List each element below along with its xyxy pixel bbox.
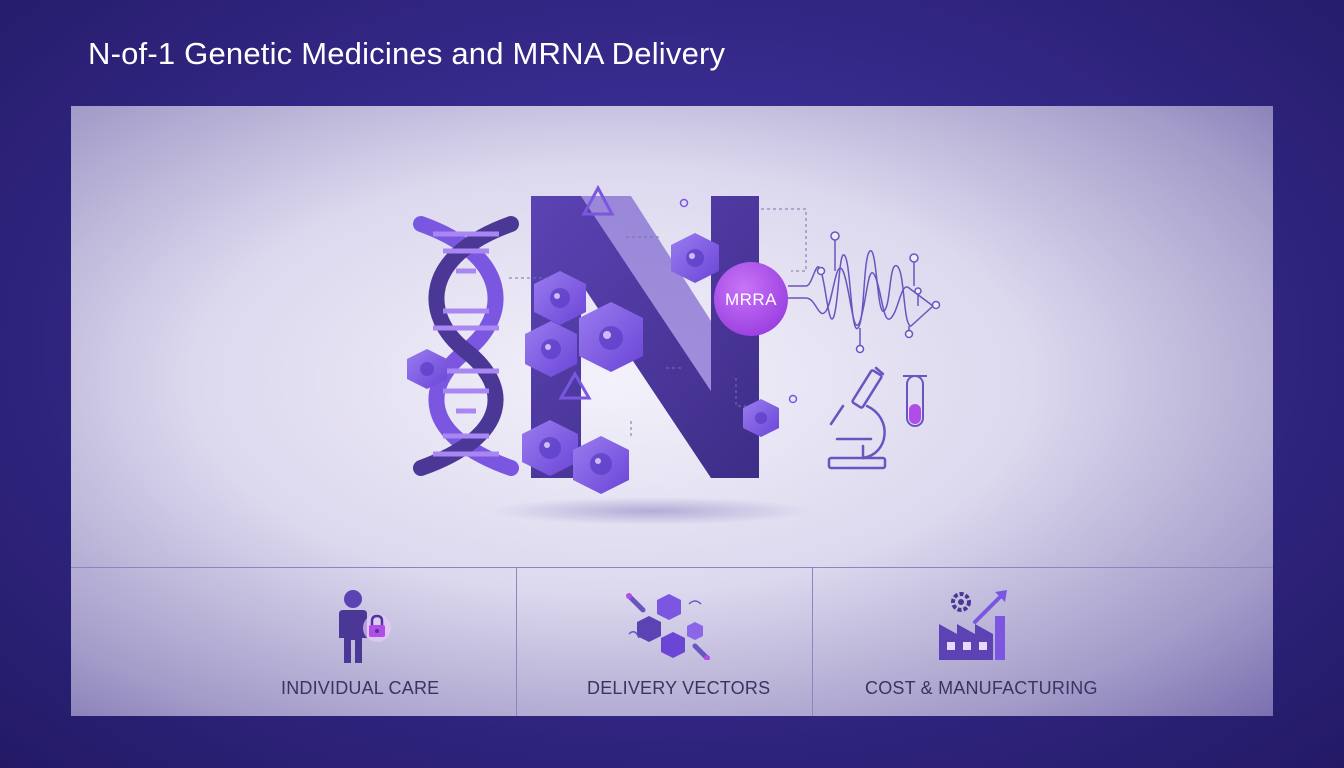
hexagon-cell-icon <box>407 349 447 389</box>
waveform-icon <box>788 236 934 348</box>
main-panel: MRRA <box>71 106 1273 716</box>
feature-strip: INDIVIDUAL CARE DELIVERY VECTORS <box>71 567 1273 716</box>
hexagon-cell-icon <box>525 321 577 377</box>
card-individual-care: INDIVIDUAL CARE <box>71 568 516 716</box>
waveform-nodes <box>816 231 941 354</box>
factory-growth-icon <box>939 590 1007 660</box>
card-cost-manufacturing: COST & MANUFACTURING <box>812 568 1273 716</box>
mrra-badge-label: MRRA <box>725 290 777 309</box>
hexagon-cell-icon <box>671 233 719 283</box>
cell-hexagons <box>407 233 779 494</box>
card-label: INDIVIDUAL CARE <box>281 678 440 698</box>
card-label: COST & MANUFACTURING <box>865 678 1098 698</box>
card-label: DELIVERY VECTORS <box>587 678 771 698</box>
card-delivery-vectors: DELIVERY VECTORS <box>516 568 812 716</box>
microscope-icon <box>827 366 887 470</box>
triangle-outline-icon <box>558 371 592 400</box>
hexagon-cell-icon <box>522 420 578 476</box>
hexagon-cell-icon <box>534 271 586 325</box>
letter-n-graphic <box>531 196 759 478</box>
connector-lines <box>509 208 807 436</box>
page-title: N-of-1 Genetic Medicines and MRNA Delive… <box>88 36 726 71</box>
hexagon-cell-icon <box>573 436 629 494</box>
hexagon-cell-icon <box>743 399 779 437</box>
floor-shadow <box>491 497 811 525</box>
vectors-icon <box>626 593 710 660</box>
hexagon-cell-icon <box>579 302 643 372</box>
hero-illustration: MRRA <box>407 184 941 525</box>
mrra-badge: MRRA <box>714 262 788 336</box>
dna-helix-icon <box>413 216 519 476</box>
person-lock-icon <box>339 590 391 663</box>
test-tube-icon <box>903 375 927 427</box>
triangle-outline-icon <box>581 184 615 216</box>
